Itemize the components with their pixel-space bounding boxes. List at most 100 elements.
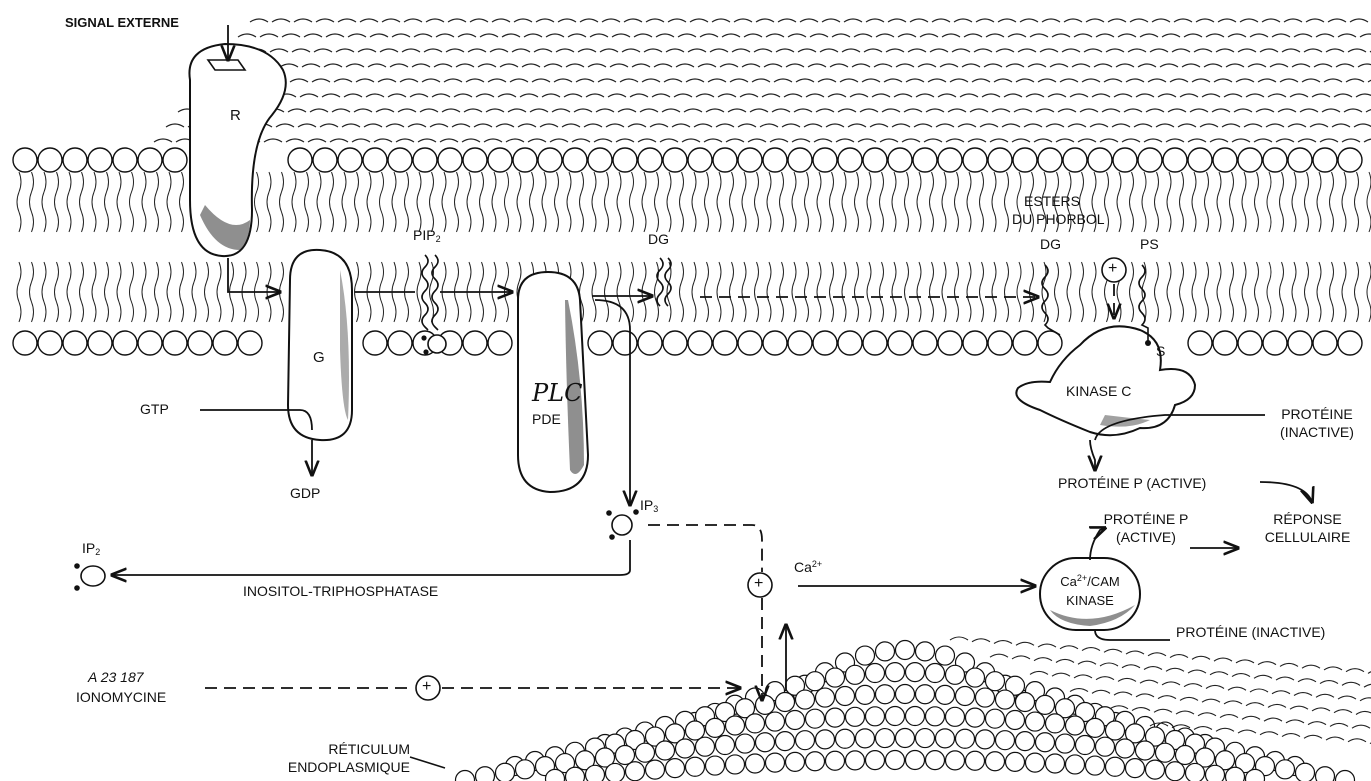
lipid-tail [1030,262,1034,322]
lipid-head [463,331,487,355]
lipid-head [963,331,987,355]
er-lipid-head [966,751,985,770]
lipid-tail [1305,172,1309,232]
lipid-tail [117,262,121,322]
lipid-tail [942,172,946,232]
lipid-head [788,148,812,172]
lipid-head [888,331,912,355]
er-surface-arc [1070,689,1371,715]
plus-sign-ionophore: + [422,678,431,696]
s-label: S [1156,344,1165,359]
lipid-head [538,148,562,172]
lipid-tail [1017,262,1021,322]
membrane-surface-arc [166,124,1371,127]
er-lipid-head [846,665,865,684]
pip2-label-sub: 2 [436,234,441,244]
pip2-label: PIP2 [413,228,441,245]
er-lipid-head [826,751,845,770]
lipid-head [388,331,412,355]
er-lipid-head [996,690,1015,709]
lipid-tail [505,172,509,232]
er-lipid-head [786,752,805,771]
lipid-tail [980,262,984,322]
er-lipid-head [986,672,1005,691]
lipid-head [688,331,712,355]
lipid-tail [767,262,771,322]
er-lipid-head [1006,710,1025,729]
proteine-inactive-1-line1: PROTÉINE [1272,407,1362,422]
lipid-tail [1292,172,1296,232]
lipid-tail [492,172,496,232]
lipid-tail [192,262,196,322]
lipid-head [1013,331,1037,355]
lipid-tail [705,172,709,232]
lipid-tail [330,172,334,232]
er-lipid-head [1056,734,1075,753]
lipid-tail [930,172,934,232]
er-lipid-head [806,709,825,728]
lipid-head [1313,331,1337,355]
lipid-head [513,148,537,172]
er-lipid-head [826,708,845,727]
lipid-tail [592,172,596,232]
plc-handwritten-label: PLC [532,380,582,406]
lipid-tail [180,262,184,322]
er-lipid-head [786,710,805,729]
er-lipid-head [686,757,705,776]
lipid-tail [1005,262,1009,322]
lipid-head [113,148,137,172]
lipid-head [1013,148,1037,172]
lipid-head [638,148,662,172]
er-lipid-head [956,729,975,748]
lipid-head [1288,148,1312,172]
lipid-tail [792,172,796,232]
lipid-head [113,331,137,355]
cam-kinase-sup: 2+ [1077,573,1087,583]
lipid-tail [1130,262,1134,322]
kinase-c-label: KINASE C [1066,384,1131,399]
er-lipid-head [946,751,965,770]
lipid-tail [417,172,421,232]
lipid-tail [805,172,809,232]
lipid-tail [1292,262,1296,322]
ip3-phosphate [606,510,612,516]
lipid-head [713,148,737,172]
er-lipid-head [946,707,965,726]
lipid-tail [1355,172,1359,232]
er-lipid-head [876,685,895,704]
er-lipid-head [1156,743,1175,762]
lipid-tail [1330,262,1334,322]
lipid-tail [592,262,596,322]
lipid-tail [755,172,759,232]
lipid-tail [180,172,184,232]
lipid-tail [792,262,796,322]
lipid-head [738,331,762,355]
lipid-head [1188,148,1212,172]
er-lipid-head [1066,716,1085,735]
lipid-head [138,331,162,355]
er-lipid-head [1026,712,1045,731]
lipid-head [1238,148,1262,172]
lipid-head [838,331,862,355]
er-lipid-head [906,751,925,770]
er-lipid-head [856,729,875,748]
membrane-surface-arc [154,139,1371,142]
ip2-label-base: IP [82,540,95,556]
er-lipid-head [986,709,1005,728]
lipid-tail [67,262,71,322]
lipid-tail [680,172,684,232]
lipid-head [1163,148,1187,172]
lipid-tail [305,172,309,232]
er-surface-arc [990,654,1371,687]
er-lipid-head [876,642,895,661]
ip2-molecule [81,566,105,586]
er-lipid-head [656,741,675,760]
er-lipid-head [1176,746,1195,765]
lipid-head [738,148,762,172]
lipid-head [1263,331,1287,355]
lipid-tail [992,172,996,232]
er-lipid-head [916,729,935,748]
lipid-head [938,148,962,172]
er-lipid-head [916,685,935,704]
lipid-tail [155,172,159,232]
